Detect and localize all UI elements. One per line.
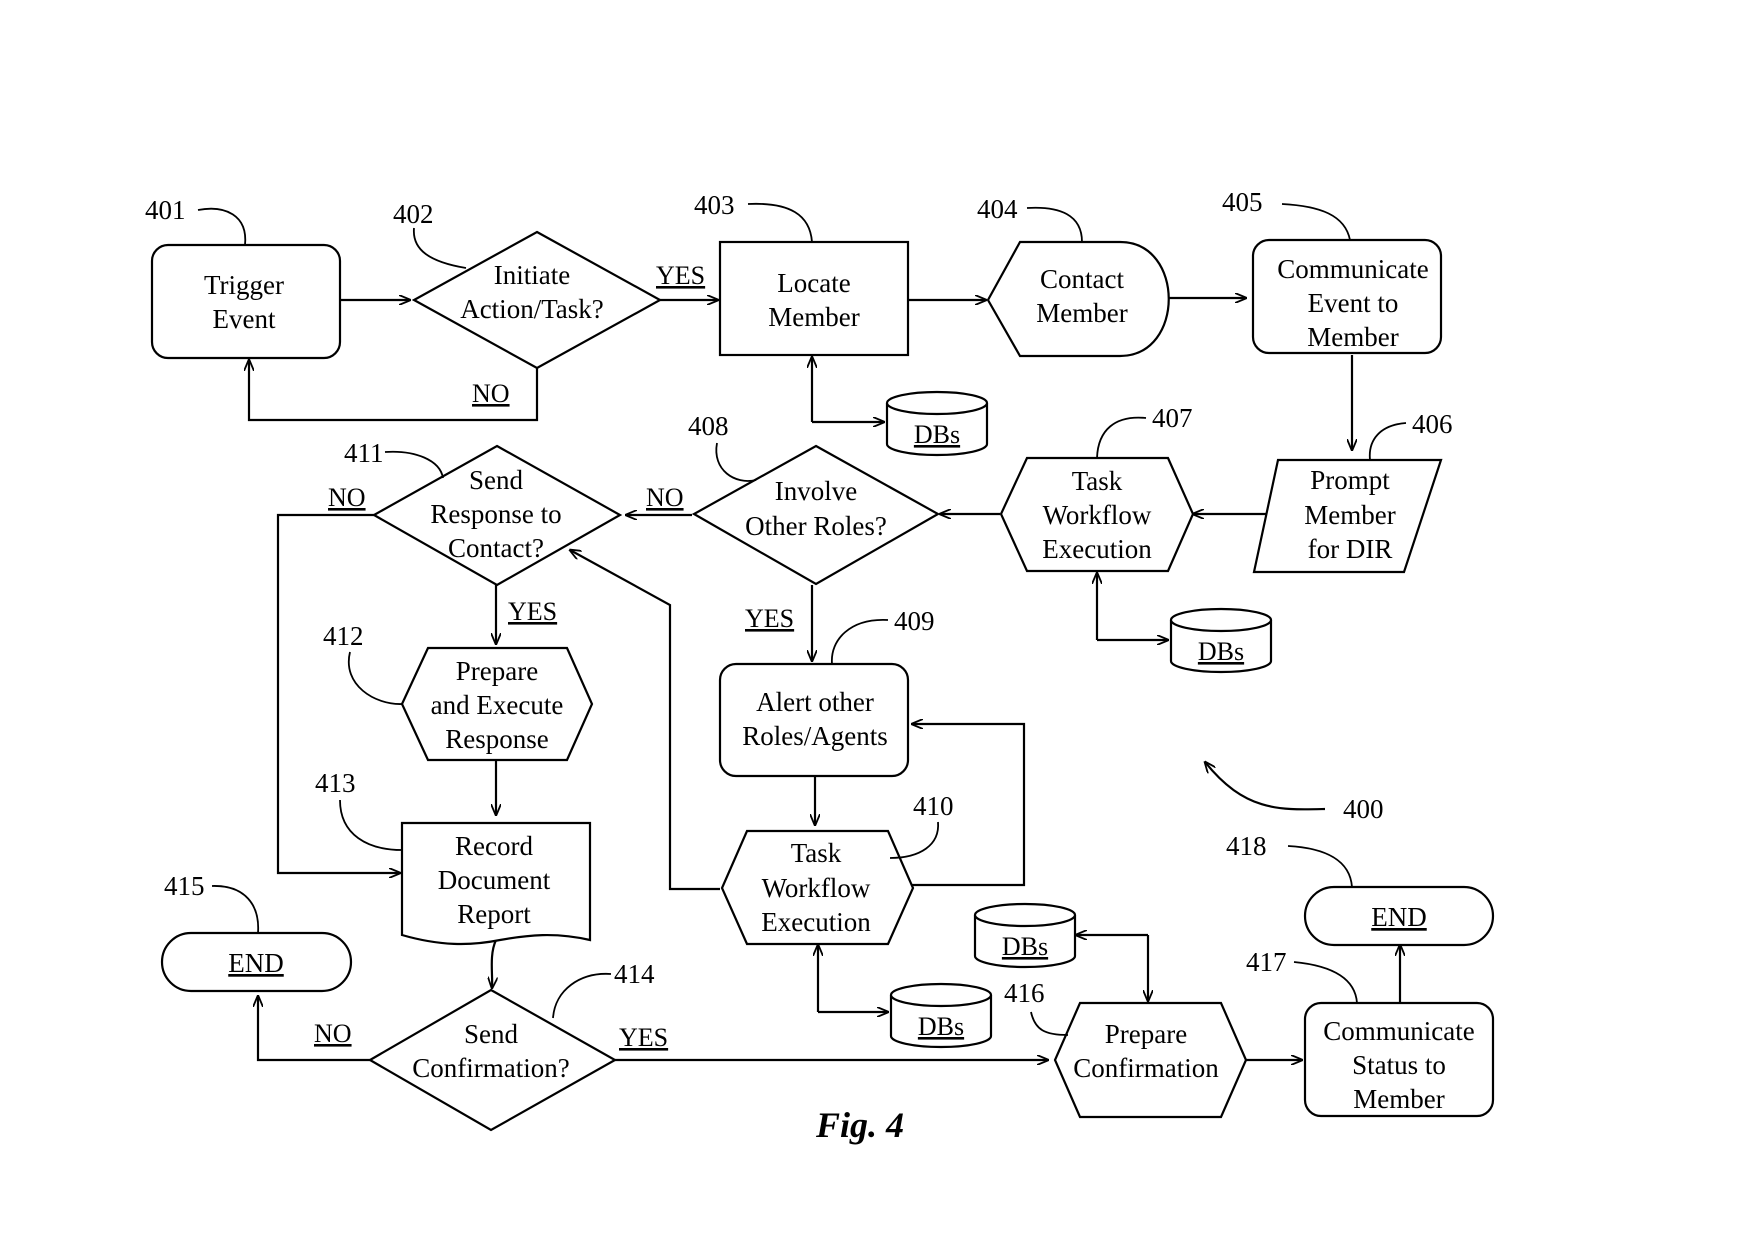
connectors	[249, 298, 1400, 1060]
database-416-label: DBs	[1002, 932, 1048, 961]
node-415-label: END	[228, 948, 284, 978]
edge-410-411	[570, 550, 720, 891]
label-411-yes: YES	[508, 597, 557, 626]
node-413-shape	[400, 821, 592, 946]
ref-404: 404	[977, 194, 1018, 224]
label-408-no: NO	[646, 483, 684, 512]
node-407-shape	[999, 456, 1195, 573]
ref-417: 417	[1246, 947, 1287, 977]
ref-400: 400	[1343, 794, 1384, 824]
node-418-label: END	[1371, 902, 1427, 932]
database-416: DBs	[973, 902, 1077, 969]
node-402-shape	[411, 230, 663, 370]
node-415-shape	[160, 931, 353, 993]
edge-410-409-loop	[912, 724, 1026, 887]
ref-415: 415	[164, 871, 205, 901]
node-410-shape	[720, 829, 915, 946]
node-405-shape	[1251, 238, 1443, 355]
ref-402: 402	[393, 199, 434, 229]
ref-408: 408	[688, 411, 729, 441]
edge-414-415-no	[258, 996, 370, 1062]
database-cylinders: DBs DBs DBs DBs	[885, 390, 1273, 1049]
ref-412: 412	[323, 621, 364, 651]
ref-407: 407	[1152, 403, 1193, 433]
label-411-no: NO	[328, 483, 366, 512]
database-403-label: DBs	[914, 420, 960, 449]
ref-410: 410	[913, 791, 954, 821]
database-410-label: DBs	[918, 1012, 964, 1041]
node-409-shape	[718, 662, 910, 778]
node-404-shape	[986, 240, 1170, 358]
node-403-shape	[718, 240, 910, 357]
edge-413-414	[492, 939, 496, 988]
ref-416: 416	[1004, 978, 1045, 1008]
label-408-yes: YES	[745, 604, 794, 633]
node-406-shape	[1252, 458, 1443, 574]
ref-405: 405	[1222, 187, 1263, 217]
decision-labels: YES NO NO YES NO YES NO YES	[314, 261, 794, 1052]
ref-414: 414	[614, 959, 655, 989]
ref-418: 418	[1226, 831, 1267, 861]
database-407-label: DBs	[1198, 637, 1244, 666]
figure-caption: Fig. 4	[815, 1105, 904, 1145]
ref-413: 413	[315, 768, 356, 798]
label-402-yes: YES	[656, 261, 705, 290]
ref-401: 401	[145, 195, 186, 225]
reference-numerals: 401 402 403 404 405 406 407 408 409 410 …	[145, 187, 1453, 1036]
ref-411: 411	[344, 438, 384, 468]
figure-ref-arrow	[1205, 762, 1326, 811]
database-410: DBs	[889, 982, 993, 1049]
edge-402-401-no	[249, 360, 539, 422]
node-416-shape	[1053, 1001, 1248, 1119]
label-414-no: NO	[314, 1019, 352, 1048]
ref-409: 409	[894, 606, 935, 636]
edge-411-413-no	[276, 513, 400, 873]
label-414-yes: YES	[619, 1023, 668, 1052]
node-417-shape	[1303, 1001, 1495, 1118]
node-411-shape	[371, 444, 623, 587]
label-402-no: NO	[472, 379, 510, 408]
node-418-shape	[1303, 885, 1495, 947]
database-403: DBs	[885, 390, 989, 457]
node-414-shape	[367, 988, 618, 1132]
node-401-shape	[150, 243, 342, 360]
shapes	[150, 230, 1495, 1132]
ref-406: 406	[1412, 409, 1453, 439]
ref-403: 403	[694, 190, 735, 220]
database-407: DBs	[1169, 607, 1273, 674]
